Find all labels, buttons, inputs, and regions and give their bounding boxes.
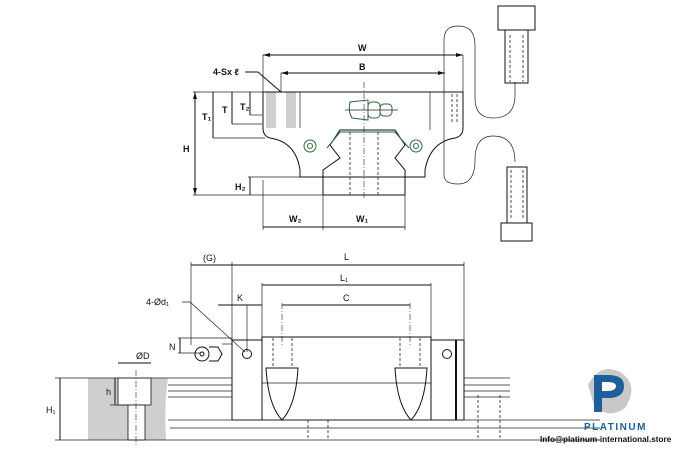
label-l: L <box>344 252 349 262</box>
label-h1: H₁ <box>46 405 56 415</box>
label-b: B <box>359 62 366 72</box>
counterbore <box>117 377 152 406</box>
bolt-hole-rail <box>127 404 146 441</box>
recirculation-left <box>265 367 299 421</box>
label-k: K <box>237 293 243 303</box>
bolt-shank-icon <box>504 29 529 84</box>
rail-profile <box>322 129 406 196</box>
arrow <box>281 71 288 75</box>
brand-name: PLATINUM <box>584 422 647 433</box>
bolt-illustration <box>443 5 536 242</box>
label-w2: W₂ <box>289 214 302 224</box>
label-t1: T₁ <box>202 112 211 122</box>
brand-email: Info@platinum-international.store <box>540 435 672 444</box>
front-view: W B 4-Sx ℓ H T₁ T T₂ H₂ <box>183 43 464 230</box>
block-outline <box>262 91 464 178</box>
label-d: ØD <box>136 351 150 361</box>
label-d1: 4-Ød₁ <box>146 297 169 307</box>
bolt-shank-icon <box>506 166 528 224</box>
block-body-side <box>261 336 432 421</box>
grease-nipple-side-icon <box>194 346 210 362</box>
nipple-center <box>199 351 205 357</box>
tap-hole-icon <box>442 349 452 359</box>
tap-hole-icon <box>242 349 252 359</box>
label-t: T <box>222 105 228 115</box>
ball-circle <box>303 139 317 153</box>
label-w1: W₁ <box>356 214 368 224</box>
label-t2: T₂ <box>240 102 250 112</box>
grease-nipple-icon <box>345 99 398 121</box>
bolt-path-lower <box>443 135 516 185</box>
arrow <box>438 71 445 75</box>
logo-p-hole <box>602 382 616 391</box>
arrow <box>193 188 197 195</box>
d1-leader <box>182 301 246 353</box>
label-screw: 4-Sx ℓ <box>213 67 240 77</box>
label-l1: L₁ <box>340 273 348 283</box>
screw-leader <box>245 71 282 93</box>
recirculation-right <box>394 367 428 421</box>
label-g: (G) <box>203 253 216 263</box>
hatched-section <box>286 92 296 128</box>
ball-circle <box>413 143 419 149</box>
arrow <box>263 53 270 57</box>
bolt-path-upper <box>443 25 516 175</box>
platinum-logo: PLATINUM Info@platinum-international.sto… <box>540 368 672 444</box>
label-h-small: h <box>106 387 111 397</box>
ball-circle <box>307 143 313 149</box>
hatched-section <box>266 92 276 128</box>
arrow <box>456 53 463 57</box>
label-n: N <box>169 342 176 352</box>
bolt-head-icon <box>497 5 536 31</box>
side-view: (G) L L₁ C K 4-Ød₁ N <box>46 252 600 445</box>
nipple-hex <box>209 346 223 362</box>
arrow <box>193 92 197 99</box>
seal <box>326 131 410 149</box>
label-c: C <box>343 293 350 303</box>
ball-circle <box>409 139 423 153</box>
label-h: H <box>183 144 190 154</box>
label-h2: H₂ <box>235 182 246 192</box>
bolt-head-icon <box>500 222 533 242</box>
end-cap-right <box>430 339 465 421</box>
label-w: W <box>358 43 367 53</box>
logo-p-icon <box>594 375 624 412</box>
